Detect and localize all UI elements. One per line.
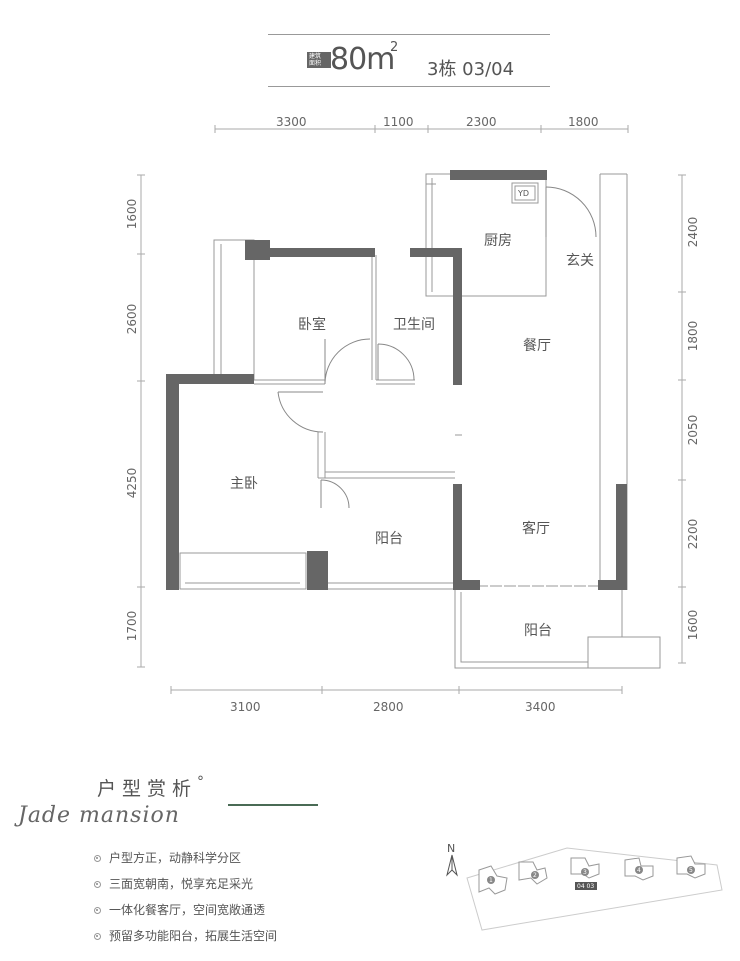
north-arrow-icon: N	[446, 842, 458, 877]
dim-bottom-2: 2800	[373, 700, 404, 714]
dim-right-2: 1800	[686, 320, 700, 352]
feature-text: 一体化餐客厅，空间宽敞通透	[109, 903, 266, 917]
feature-item: 三面宽朝南，悦享充足采光	[94, 875, 253, 892]
dim-right-3: 2050	[686, 414, 700, 446]
dim-right-1: 2400	[686, 216, 700, 248]
room-master-bedroom: 主卧	[230, 476, 258, 492]
dim-top-2: 1100	[383, 115, 414, 129]
building-number: 2	[533, 872, 537, 879]
unit-name: 3栋 03/04	[427, 59, 515, 80]
area-tag-line2: 面积	[309, 60, 322, 67]
header-rule-bottom	[268, 86, 550, 87]
area-tag-line1: 建筑	[309, 53, 322, 60]
dim-left-3: 4250	[125, 467, 139, 499]
dim-right-5: 1600	[686, 609, 700, 641]
building-number: 1	[489, 877, 493, 884]
room-foyer: 玄关	[566, 253, 594, 269]
room-dining: 餐厅	[523, 338, 551, 354]
analysis-title: 户型赏析°	[97, 774, 210, 801]
bullet-icon	[94, 933, 101, 940]
analysis-title-mark: °	[197, 774, 211, 790]
area-tag: 建筑 面积	[307, 52, 331, 68]
floor-plan	[137, 125, 686, 694]
building-number: 5	[689, 867, 693, 874]
dim-bottom-1: 3100	[230, 700, 261, 714]
bullet-icon	[94, 881, 101, 888]
dim-top-4: 1800	[568, 115, 599, 129]
feature-item: 一体化餐客厅，空间宽敞通透	[94, 901, 265, 918]
room-living: 客厅	[522, 521, 550, 537]
building-number: 4	[637, 867, 641, 874]
feature-text: 预留多功能阳台，拓展生活空间	[109, 929, 278, 943]
bullet-icon	[94, 907, 101, 914]
analysis-title-text: 户型赏析	[97, 778, 198, 800]
building-number: 3	[583, 869, 587, 876]
feature-text: 户型方正，动静科学分区	[109, 851, 242, 865]
dim-left-4: 1700	[125, 610, 139, 642]
room-kitchen: 厨房	[484, 233, 512, 249]
north-label: N	[447, 842, 455, 855]
dim-bottom-3: 3400	[525, 700, 556, 714]
dim-right-4: 2200	[686, 518, 700, 550]
feature-item: 预留多功能阳台，拓展生活空间	[94, 927, 277, 944]
area-unit-sup: 2	[390, 40, 399, 55]
yd-label: YD	[518, 189, 530, 198]
room-balcony-middle: 阳台	[375, 531, 403, 547]
area-value: 80m	[330, 42, 395, 77]
dim-top-1: 3300	[276, 115, 307, 129]
room-bedroom: 卧室	[298, 317, 326, 333]
dim-top-3: 2300	[466, 115, 497, 129]
feature-text: 三面宽朝南，悦享充足采光	[109, 877, 254, 891]
bullet-icon	[94, 855, 101, 862]
room-bathroom: 卫生间	[393, 317, 435, 333]
feature-item: 户型方正，动静科学分区	[94, 849, 241, 866]
header-rule-top	[268, 34, 550, 35]
unit-location-label: 04 03	[577, 883, 594, 890]
site-plan: N 1 2 3 4 5 04 03	[446, 842, 723, 931]
signature: Jade mansion	[18, 803, 180, 828]
dim-left-2: 2600	[125, 303, 139, 335]
title-rule	[228, 804, 318, 806]
dim-left-1: 1600	[125, 198, 139, 230]
room-balcony-south: 阳台	[524, 623, 552, 639]
